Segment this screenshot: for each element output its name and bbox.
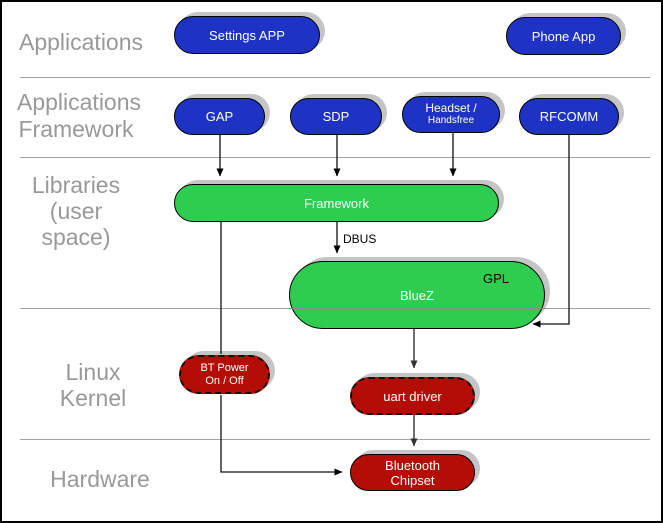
node-phone-app-label: Phone App [531, 28, 596, 44]
node-uart-driver-label: uart driver [383, 388, 442, 404]
node-bluetooth-chipset-line2: Chipset [390, 472, 435, 488]
layer-divider-applications [20, 77, 650, 78]
node-gap-label: GAP [205, 109, 234, 124]
node-bt-power-line2: On / Off [205, 374, 244, 387]
node-headset-handsfree: Headset / Handsfree [402, 96, 500, 133]
layer-label-libraries: Libraries (user space) [17, 172, 135, 250]
layer-divider-framework [20, 157, 650, 158]
node-phone-app: Phone App [506, 17, 621, 55]
layer-label-applications: Applications [19, 29, 143, 55]
node-framework: Framework [174, 184, 499, 222]
node-uart-driver: uart driver [350, 377, 475, 415]
gpl-badge: GPL [483, 271, 510, 286]
layer-label-libraries-line2: (user space) [41, 198, 111, 250]
layer-divider-kernel [20, 439, 650, 440]
layer-label-applications-framework-line1: Applications [17, 89, 142, 115]
node-settings-app: Settings APP [174, 16, 320, 54]
node-bt-power: BT Power On / Off [179, 355, 270, 394]
layer-label-libraries-line1: Libraries [31, 172, 121, 198]
node-bluez-label: BlueZ [400, 287, 434, 303]
layer-label-linux-kernel: Linux Kernel [32, 359, 154, 411]
node-bt-power-line1: BT Power [200, 361, 249, 374]
arrow-bt-power-to-chipset [220, 395, 343, 476]
layer-label-applications-framework-line2: Framework [18, 116, 134, 142]
node-framework-label: Framework [303, 195, 369, 211]
dbus-edge-label: DBUS [343, 232, 377, 246]
layer-label-linux-kernel-text: Linux Kernel [59, 359, 127, 411]
layer-label-hardware: Hardware [40, 466, 160, 492]
node-sdp: SDP [290, 98, 382, 135]
node-sdp-label: SDP [322, 109, 350, 124]
node-headset-line1: Headset / [425, 101, 477, 115]
layer-label-applications-text: Applications [19, 29, 144, 55]
node-bluetooth-chipset-line1: Bluetooth [385, 457, 440, 473]
node-rfcomm: RFCOMM [519, 98, 619, 135]
node-rfcomm-label: RFCOMM [539, 109, 599, 124]
node-settings-app-label: Settings APP [209, 27, 285, 43]
node-bluez: BlueZ [289, 261, 545, 329]
node-headset-line2: Handsfree [427, 115, 475, 126]
layer-label-hardware-text: Hardware [50, 466, 150, 492]
node-bluetooth-chipset: Bluetooth Chipset [350, 454, 475, 491]
layer-label-applications-framework: Applications Framework [17, 89, 142, 143]
node-gap: GAP [174, 98, 265, 135]
